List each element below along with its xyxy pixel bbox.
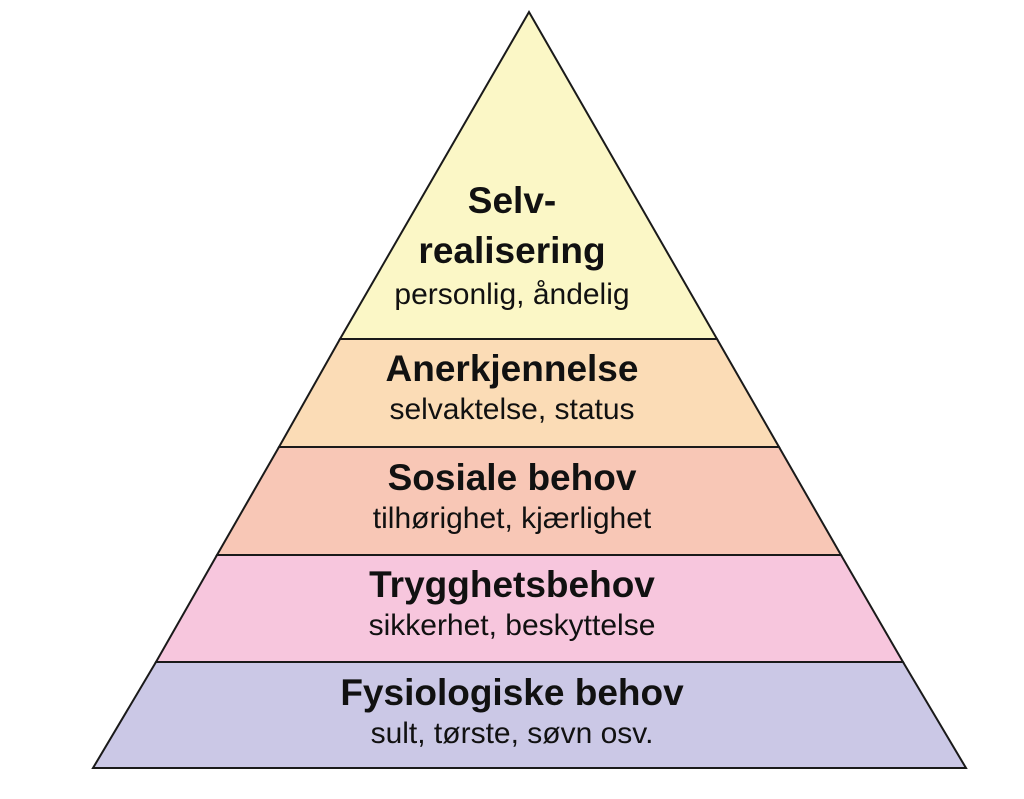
level-physiological-text: Fysiologiske behov sult, tørste, søvn os…	[0, 671, 1024, 753]
level-title-line2: realisering	[418, 230, 606, 271]
level-title: Fysiologiske behov	[340, 672, 684, 713]
level-social-text: Sosiale behov tilhørighet, kjærlighet	[0, 456, 1024, 538]
pyramid-level-physiological	[91, 661, 968, 769]
level-title: Trygghetsbehov	[369, 564, 655, 605]
level-subtitle: selvaktelse, status	[389, 393, 635, 426]
level-subtitle: sult, tørste, søvn osv.	[370, 717, 654, 750]
level-esteem-text: Anerkjennelse selvaktelse, status	[0, 347, 1024, 429]
level-subtitle: personlig, åndelig	[394, 278, 630, 311]
level-self-actualization-text: Selv- realisering personlig, åndelig	[0, 176, 1024, 314]
level-title-line1: Selv-	[467, 180, 557, 221]
level-safety-text: Trygghetsbehov sikkerhet, beskyttelse	[0, 563, 1024, 645]
level-title: Anerkjennelse	[385, 348, 639, 389]
level-subtitle: tilhørighet, kjærlighet	[372, 502, 652, 535]
level-title: Sosiale behov	[387, 457, 637, 498]
level-subtitle: sikkerhet, beskyttelse	[368, 609, 656, 642]
